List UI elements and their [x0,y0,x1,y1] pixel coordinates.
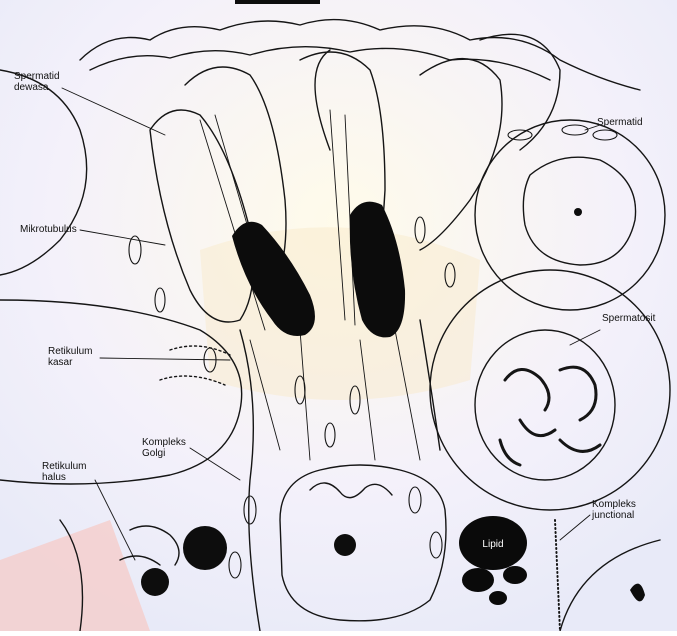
label-spermatid: Spermatid [597,117,643,128]
label-spermatid-mature: Spermatid dewasa [14,71,60,93]
lipid-label: Lipid [482,539,503,550]
lipid-droplet-2 [462,568,494,592]
top-dark-mark [235,0,320,4]
label-rough-er: Retikulum kasar [48,346,92,368]
label-smooth-er: Retikulum halus [42,461,86,483]
label-spermatocyte: Spermatosit [602,313,655,324]
dense-body-1 [183,526,227,570]
spermatid-nucleolus [574,208,582,216]
nucleolus [334,534,356,556]
lipid-droplet-3 [503,566,527,584]
label-junctional-complex: Kompleks junctional [592,499,636,521]
label-golgi: Kompleks Golgi [142,437,186,459]
lipid-droplet-4 [489,591,507,605]
dense-body-2 [141,568,169,596]
label-microtubules: Mikrotubulus [20,224,77,235]
